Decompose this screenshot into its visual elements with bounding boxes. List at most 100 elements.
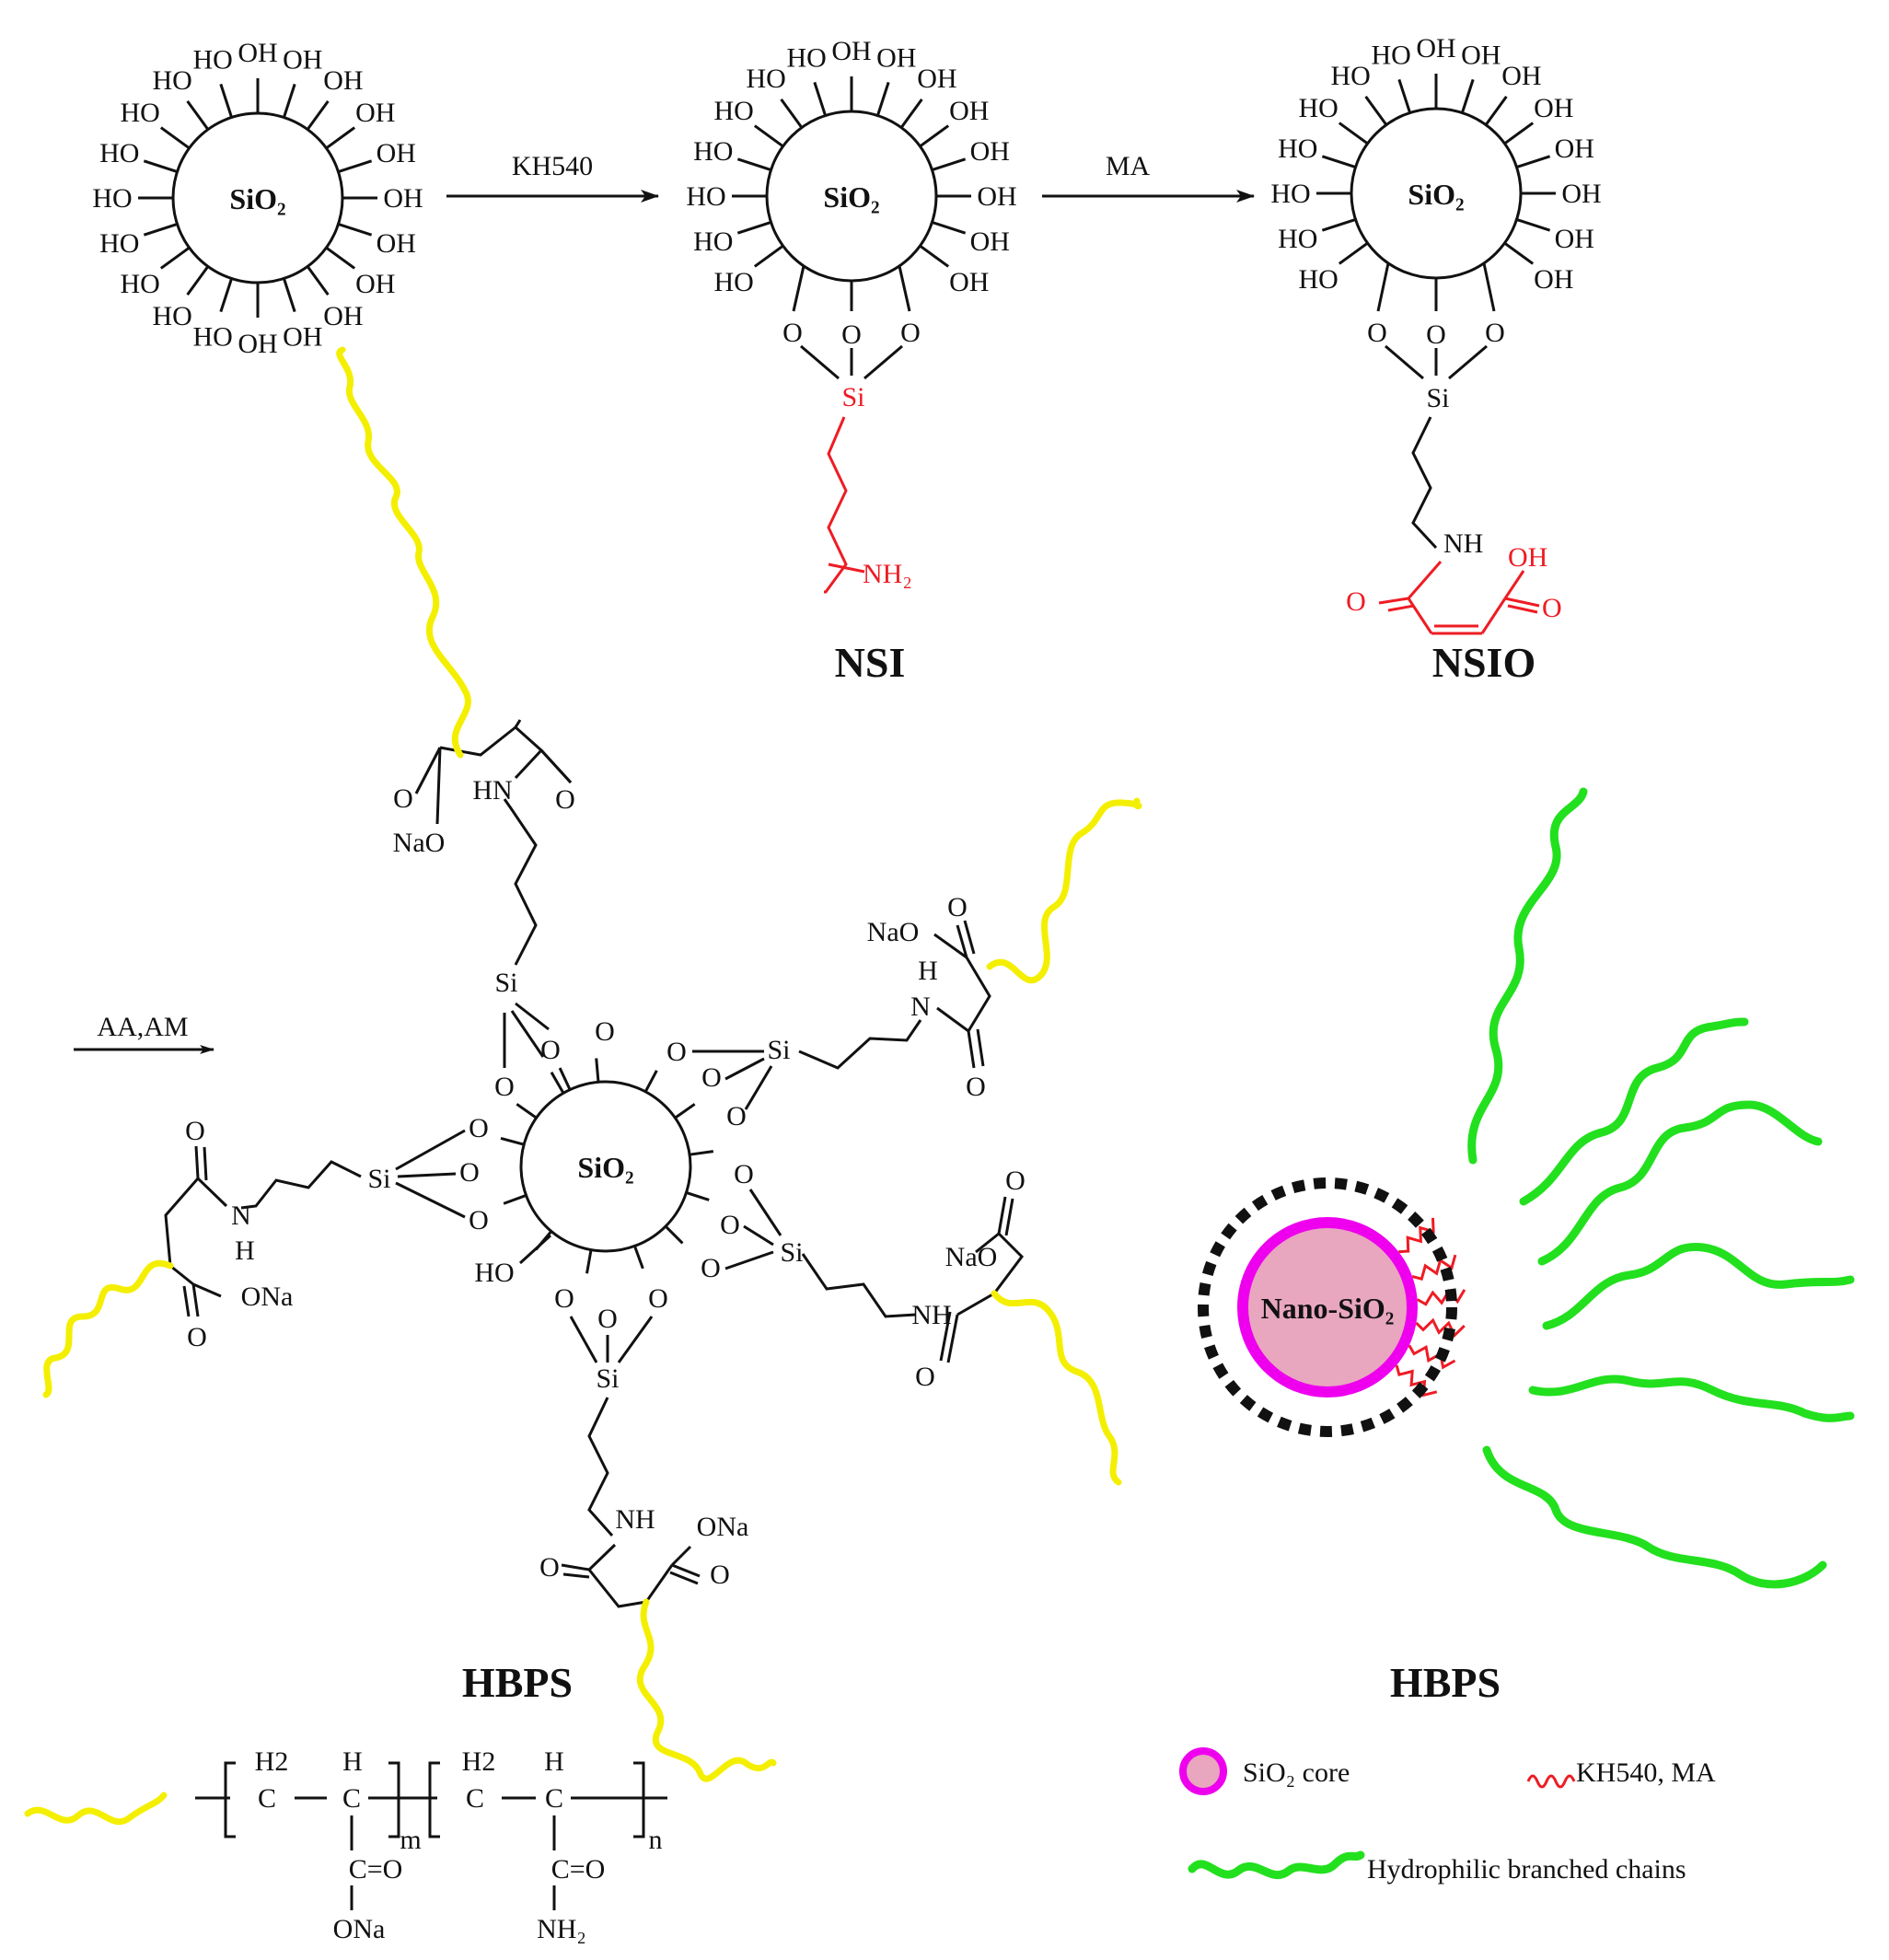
linker-kh540-ma <box>1408 1344 1456 1370</box>
oxygen-label: O <box>648 1283 668 1314</box>
carbonyl-oxygen-label: O <box>947 892 968 922</box>
carbon-label: C <box>466 1783 484 1814</box>
linker-kh540-ma <box>1415 1317 1466 1339</box>
hydroxyl-label: HO <box>693 226 733 257</box>
carbonyl-oxygen-label: O <box>915 1362 935 1392</box>
hydroxyl-label: HO <box>1299 264 1339 295</box>
hydroxyl-label: HO <box>92 183 132 214</box>
polymer-chain-legend <box>24 1792 168 1826</box>
linker-kh540-ma <box>1398 1217 1435 1254</box>
hydroxyl-label: HO <box>714 267 754 297</box>
hydroxyl-label: OH <box>1534 264 1573 295</box>
amide-n-label: N <box>910 992 931 1022</box>
reagent-kh540-label: KH540 <box>512 151 593 181</box>
amide-h-label: H <box>235 1235 255 1266</box>
hydroxyl-label: HO <box>1278 224 1317 254</box>
hydroxyl-label: OH <box>238 38 277 68</box>
polymer-chain <box>42 1259 174 1398</box>
amide-nh2-label: NH₂ <box>537 1914 586 1944</box>
carbonyl-oxygen-label: O <box>1346 586 1366 617</box>
sio2-core-circle <box>171 111 344 284</box>
oxygen-label: O <box>720 1210 740 1240</box>
carbonyl-group-label: C=O <box>349 1854 403 1885</box>
core-label: SiO₂ <box>823 180 879 214</box>
hydroxyl-label: OH <box>970 136 1010 167</box>
hydroxyl-label: OH <box>1555 224 1594 254</box>
product-label-hbps-structure: HBPS <box>462 1659 573 1706</box>
silicon-label: Si <box>780 1237 803 1268</box>
hydroxyl-label: HO <box>686 181 725 212</box>
branch-bottom: Si O O O NH O ONa O <box>539 1283 777 1782</box>
shell-boundary <box>1198 1177 1457 1437</box>
amide-h-label: H <box>918 956 938 986</box>
oxygen-label: O <box>841 319 862 350</box>
sodium-carboxylate-label: NaO <box>945 1242 998 1272</box>
carbon-label: C <box>545 1783 563 1814</box>
oxygen-label: O <box>459 1157 480 1188</box>
methylene-h2-label: H2 <box>462 1746 496 1777</box>
legend-linker-label: KH540, MA <box>1576 1757 1716 1788</box>
hydroxyl-label: OH <box>977 181 1016 212</box>
hydroxyl-label: OH <box>949 267 989 297</box>
carbonyl-oxygen-label: O <box>185 1116 205 1146</box>
amide-nh-label: NH <box>1443 528 1483 559</box>
silicon-label: Si <box>367 1164 390 1194</box>
hbps-model: Nano-SiO₂ <box>1198 787 1855 1589</box>
hydrophilic-branched-chain <box>1482 1445 1827 1589</box>
legend-core-label: SiO₂ core <box>1243 1757 1350 1788</box>
hydroxyl-label: HO <box>121 269 160 299</box>
oxygen-label: O <box>1367 318 1387 348</box>
legend-chain-swatch <box>1188 1850 1365 1880</box>
legend: SiO₂ core KH540, MA Hydrophilic branched… <box>1179 1747 1716 1885</box>
branch-left: Si O O O N H O ONa O <box>42 1113 489 1398</box>
subscript-n-label: n <box>649 1825 663 1855</box>
carbon-label: C <box>258 1783 276 1814</box>
sodium-carboxylate-label: ONa <box>241 1282 294 1312</box>
sodium-carboxylate-label: ONa <box>697 1512 749 1542</box>
hydroxyl-label: HO <box>193 321 233 352</box>
hydroxyl-label: OH <box>970 226 1010 257</box>
sodium-carboxylate-label: NaO <box>393 828 446 858</box>
oxygen-label: O <box>900 318 921 348</box>
amide-nh-label: NH <box>615 1504 655 1535</box>
branch-top: Si HN O O NaO O O O <box>336 346 615 1102</box>
carbonyl-oxygen-label: O <box>1005 1166 1026 1196</box>
polymer-chain <box>986 797 1142 984</box>
sodium-carboxylate-label: NaO <box>867 917 920 947</box>
carbonyl-oxygen-label: O <box>555 784 575 815</box>
amide-hn-label: HN <box>472 775 512 806</box>
oxygen-label: O <box>701 1253 721 1283</box>
oxygen-label: O <box>597 1304 618 1334</box>
oxygen-label: O <box>782 318 803 348</box>
hydroxyl-label: HO <box>1299 93 1339 123</box>
hydroxyl-label: OH <box>949 96 989 126</box>
hydrophilic-branched-chain <box>1519 1017 1749 1206</box>
hydroxyl-label: HO <box>714 96 754 126</box>
linker-kh540-ma <box>1416 1288 1466 1306</box>
hydroxyl-label: OH <box>323 65 363 96</box>
hydroxyl-label: OH <box>238 329 277 359</box>
product-label-nsi: NSI <box>835 639 906 686</box>
hydrophilic-branched-chain <box>1542 1242 1855 1330</box>
core-label: SiO₂ <box>229 182 285 215</box>
sodium-carboxylate-label: ONa <box>333 1914 386 1944</box>
polymer-chain <box>336 346 471 759</box>
sio2-core-circle <box>519 1080 692 1253</box>
hydroxyl-label: HO <box>1372 41 1411 71</box>
core-label: SiO₂ <box>1408 178 1464 211</box>
oxygen-label: O <box>540 1035 561 1065</box>
methine-h-label: H <box>544 1746 564 1777</box>
oxygen-label: O <box>469 1113 489 1143</box>
carbonyl-oxygen-label: O <box>966 1072 986 1102</box>
linker-kh540-ma <box>1395 1364 1438 1398</box>
legend-core-swatch <box>1179 1747 1227 1795</box>
hydroxyl-label: HO <box>1330 61 1370 91</box>
oxygen-label: O <box>494 1072 515 1102</box>
core-label: SiO₂ <box>577 1151 633 1184</box>
nano-core-label: Nano-SiO₂ <box>1261 1292 1395 1325</box>
carbonyl-oxygen-label: O <box>393 783 413 814</box>
oxygen-label: O <box>595 1016 615 1047</box>
hydroxyl-label: HO <box>152 301 191 331</box>
